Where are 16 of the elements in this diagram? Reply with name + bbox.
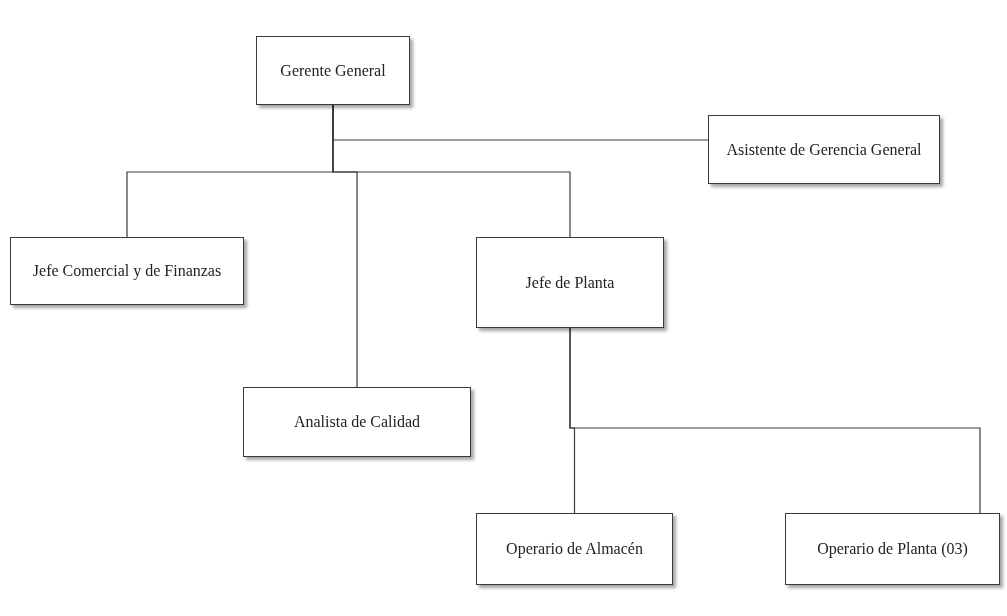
connector-line bbox=[332, 104, 571, 238]
position-box bbox=[10, 237, 244, 305]
position-title: Gerente General bbox=[280, 60, 386, 81]
position-box bbox=[256, 36, 410, 105]
position-box bbox=[476, 513, 673, 585]
position-title: Operario de Almacén bbox=[506, 539, 643, 560]
position-title: Analista de Calidad bbox=[293, 412, 421, 433]
position-box bbox=[785, 513, 1000, 585]
position-title: Jefe de Planta bbox=[525, 272, 615, 293]
connector-line bbox=[569, 327, 981, 514]
position-title: Operario de Planta (03) bbox=[817, 539, 968, 560]
position-box bbox=[476, 237, 664, 328]
position-title: Asistente de Gerencia General bbox=[726, 139, 922, 160]
position-title: Jefe Comercial y de Finanzas bbox=[32, 261, 222, 282]
position-box bbox=[708, 115, 940, 184]
position-box bbox=[243, 387, 471, 457]
